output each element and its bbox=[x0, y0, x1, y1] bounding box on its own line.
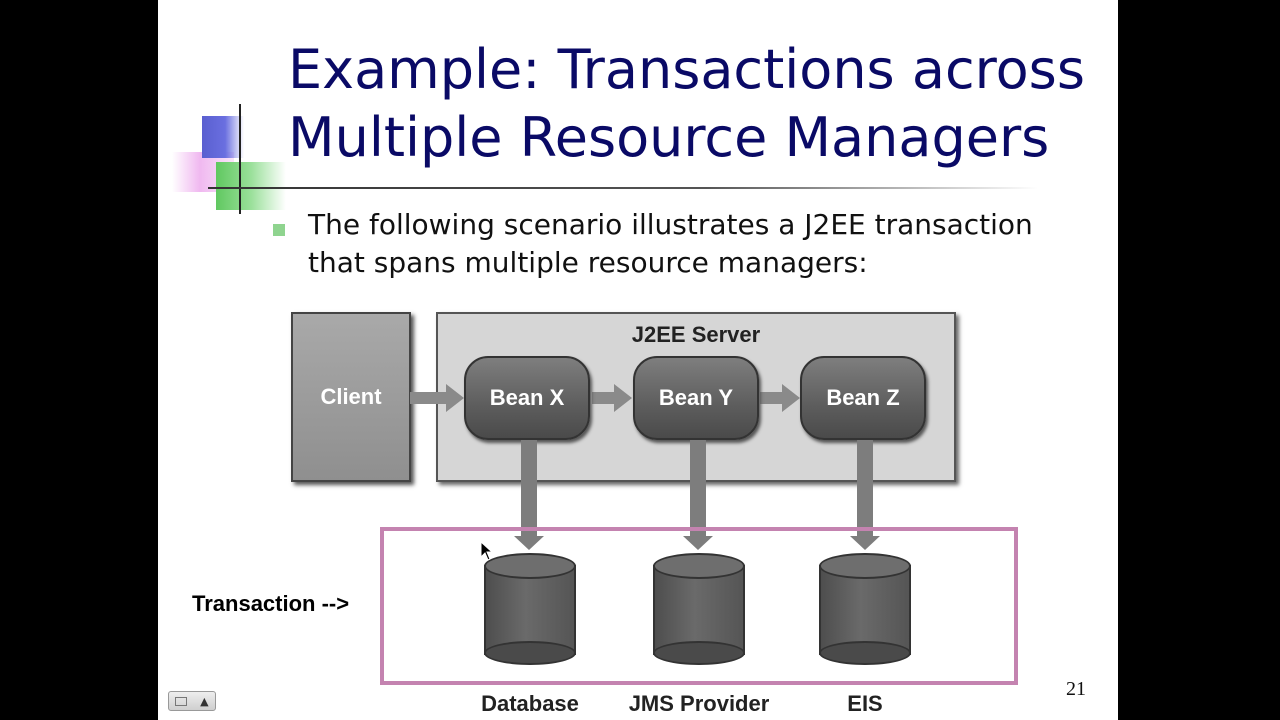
jms-provider-cylinder-icon bbox=[653, 553, 745, 667]
bean-z: Bean Z bbox=[800, 356, 926, 440]
menu-icon[interactable] bbox=[175, 696, 188, 706]
bean-y: Bean Y bbox=[633, 356, 759, 440]
eis-cylinder-icon bbox=[819, 553, 911, 667]
bean-z-to-eis-arrow bbox=[857, 440, 873, 536]
title-divider-line bbox=[208, 187, 1038, 189]
bean-y-to-jms-arrow bbox=[690, 440, 706, 536]
page-number: 21 bbox=[1066, 678, 1086, 700]
bean-z-label: Bean Z bbox=[826, 385, 900, 410]
bean-y-to-jms-arrowhead-icon bbox=[683, 536, 713, 550]
triangle-up-icon[interactable]: ▲ bbox=[200, 694, 209, 708]
eis-label: EIS bbox=[847, 691, 883, 716]
bean-x: Bean X bbox=[464, 356, 590, 440]
decorative-green-square bbox=[216, 162, 286, 210]
bean-y-to-bean-z-arrow-icon bbox=[760, 384, 800, 412]
transaction-boundary-box bbox=[380, 527, 1018, 685]
bean-y-label: Bean Y bbox=[658, 385, 734, 410]
transaction-label: Transaction --> bbox=[192, 591, 350, 616]
bean-x-to-database-arrowhead-icon bbox=[514, 536, 544, 550]
bullet-square-icon bbox=[273, 224, 285, 236]
slide-title-line-2: Multiple Resource Managers bbox=[288, 106, 1050, 169]
slide: Example: Transactions across Multiple Re… bbox=[158, 0, 1118, 720]
mouse-pointer-icon bbox=[480, 541, 494, 561]
bullet-text-line-1: The following scenario illustrates a J2E… bbox=[308, 208, 1033, 241]
jms-provider-label: JMS Provider bbox=[628, 691, 770, 716]
decorative-vertical-line bbox=[239, 104, 241, 214]
j2ee-server-label: J2EE Server bbox=[631, 322, 761, 347]
bean-x-label: Bean X bbox=[489, 385, 565, 410]
slide-title: Example: Transactions across Multiple Re… bbox=[288, 36, 1108, 172]
bean-x-to-database-arrow bbox=[521, 440, 537, 536]
bean-x-to-bean-y-arrow-icon bbox=[592, 384, 632, 412]
bullet-text: The following scenario illustrates a J2E… bbox=[308, 206, 1088, 282]
bullet-text-line-2: that spans multiple resource managers: bbox=[308, 246, 868, 279]
slide-title-line-1: Example: Transactions across bbox=[288, 38, 1085, 101]
database-cylinder-icon bbox=[484, 553, 576, 667]
client-box: Client bbox=[291, 312, 411, 482]
client-to-bean-x-arrow-icon bbox=[410, 384, 464, 412]
slide-navigation-button[interactable]: ▲ bbox=[168, 691, 216, 711]
client-label: Client bbox=[320, 384, 382, 409]
bean-z-to-eis-arrowhead-icon bbox=[850, 536, 880, 550]
decorative-blue-square bbox=[202, 116, 244, 158]
database-label: Database bbox=[481, 691, 579, 716]
